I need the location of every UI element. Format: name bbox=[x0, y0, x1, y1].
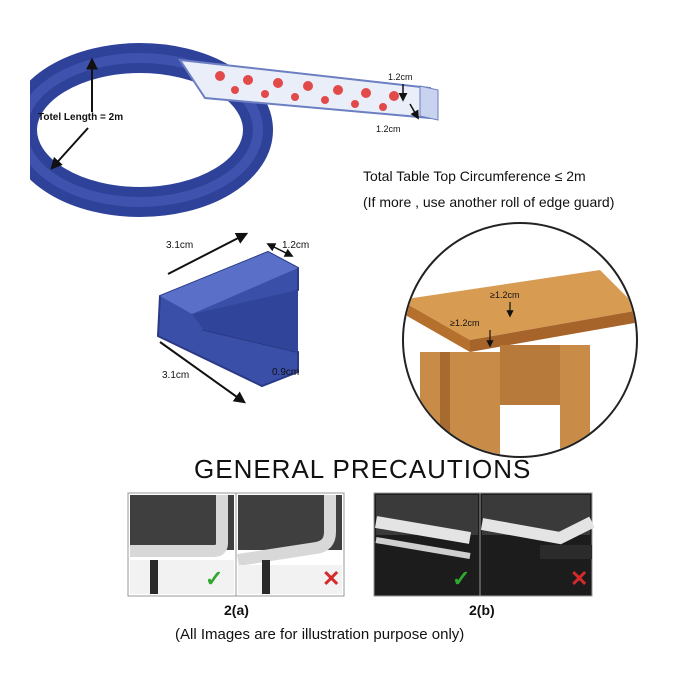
table-top-label: ≥1.2cm bbox=[490, 290, 520, 300]
total-length-label: Totel Length = 2m bbox=[38, 112, 124, 123]
check-icon: ✓ bbox=[452, 566, 471, 591]
circumference-line-1: Total Table Top Circumference ≤ 2m bbox=[363, 168, 586, 184]
precaution-photo-a-wrong bbox=[235, 492, 345, 597]
corner-top-length-label: 3.1cm bbox=[166, 240, 194, 251]
length-arrow-down bbox=[50, 127, 89, 170]
corner-bottom-length-label: 3.1cm bbox=[162, 370, 190, 381]
precaution-photo-b-correct bbox=[373, 492, 481, 597]
table-corner-image bbox=[402, 222, 638, 458]
cross-icon: ✕ bbox=[322, 566, 341, 591]
width-arrow bbox=[409, 103, 419, 120]
caption-2a: 2(a) bbox=[224, 602, 249, 618]
adhesive-tape bbox=[215, 71, 399, 111]
cross-icon: ✕ bbox=[570, 566, 589, 591]
corner-guard bbox=[156, 250, 299, 388]
corner-bottom-length-arrow bbox=[159, 341, 246, 404]
table-side-label: ≥1.2cm bbox=[450, 318, 480, 328]
corner-thickness-label: 0.9cm bbox=[272, 367, 300, 378]
corner-top-length-arrow bbox=[167, 232, 249, 275]
check-icon: ✓ bbox=[205, 566, 224, 591]
precautions-title: GENERAL PRECAUTIONS bbox=[194, 454, 532, 484]
illustration-disclaimer: (All Images are for illustration purpose… bbox=[175, 626, 465, 643]
edge-guard-roll bbox=[0, 43, 439, 218]
caption-2b: 2(b) bbox=[469, 602, 495, 618]
corner-width-arrow bbox=[266, 243, 294, 257]
roll-width-label: 1.2cm bbox=[376, 124, 401, 134]
circumference-line-2: (If more , use another roll of edge guar… bbox=[363, 194, 615, 210]
precaution-photo-b-wrong bbox=[479, 492, 595, 597]
precaution-photo-a-correct bbox=[127, 492, 237, 597]
roll-height-label: 1.2cm bbox=[388, 72, 413, 82]
corner-top-width-label: 1.2cm bbox=[282, 240, 310, 251]
